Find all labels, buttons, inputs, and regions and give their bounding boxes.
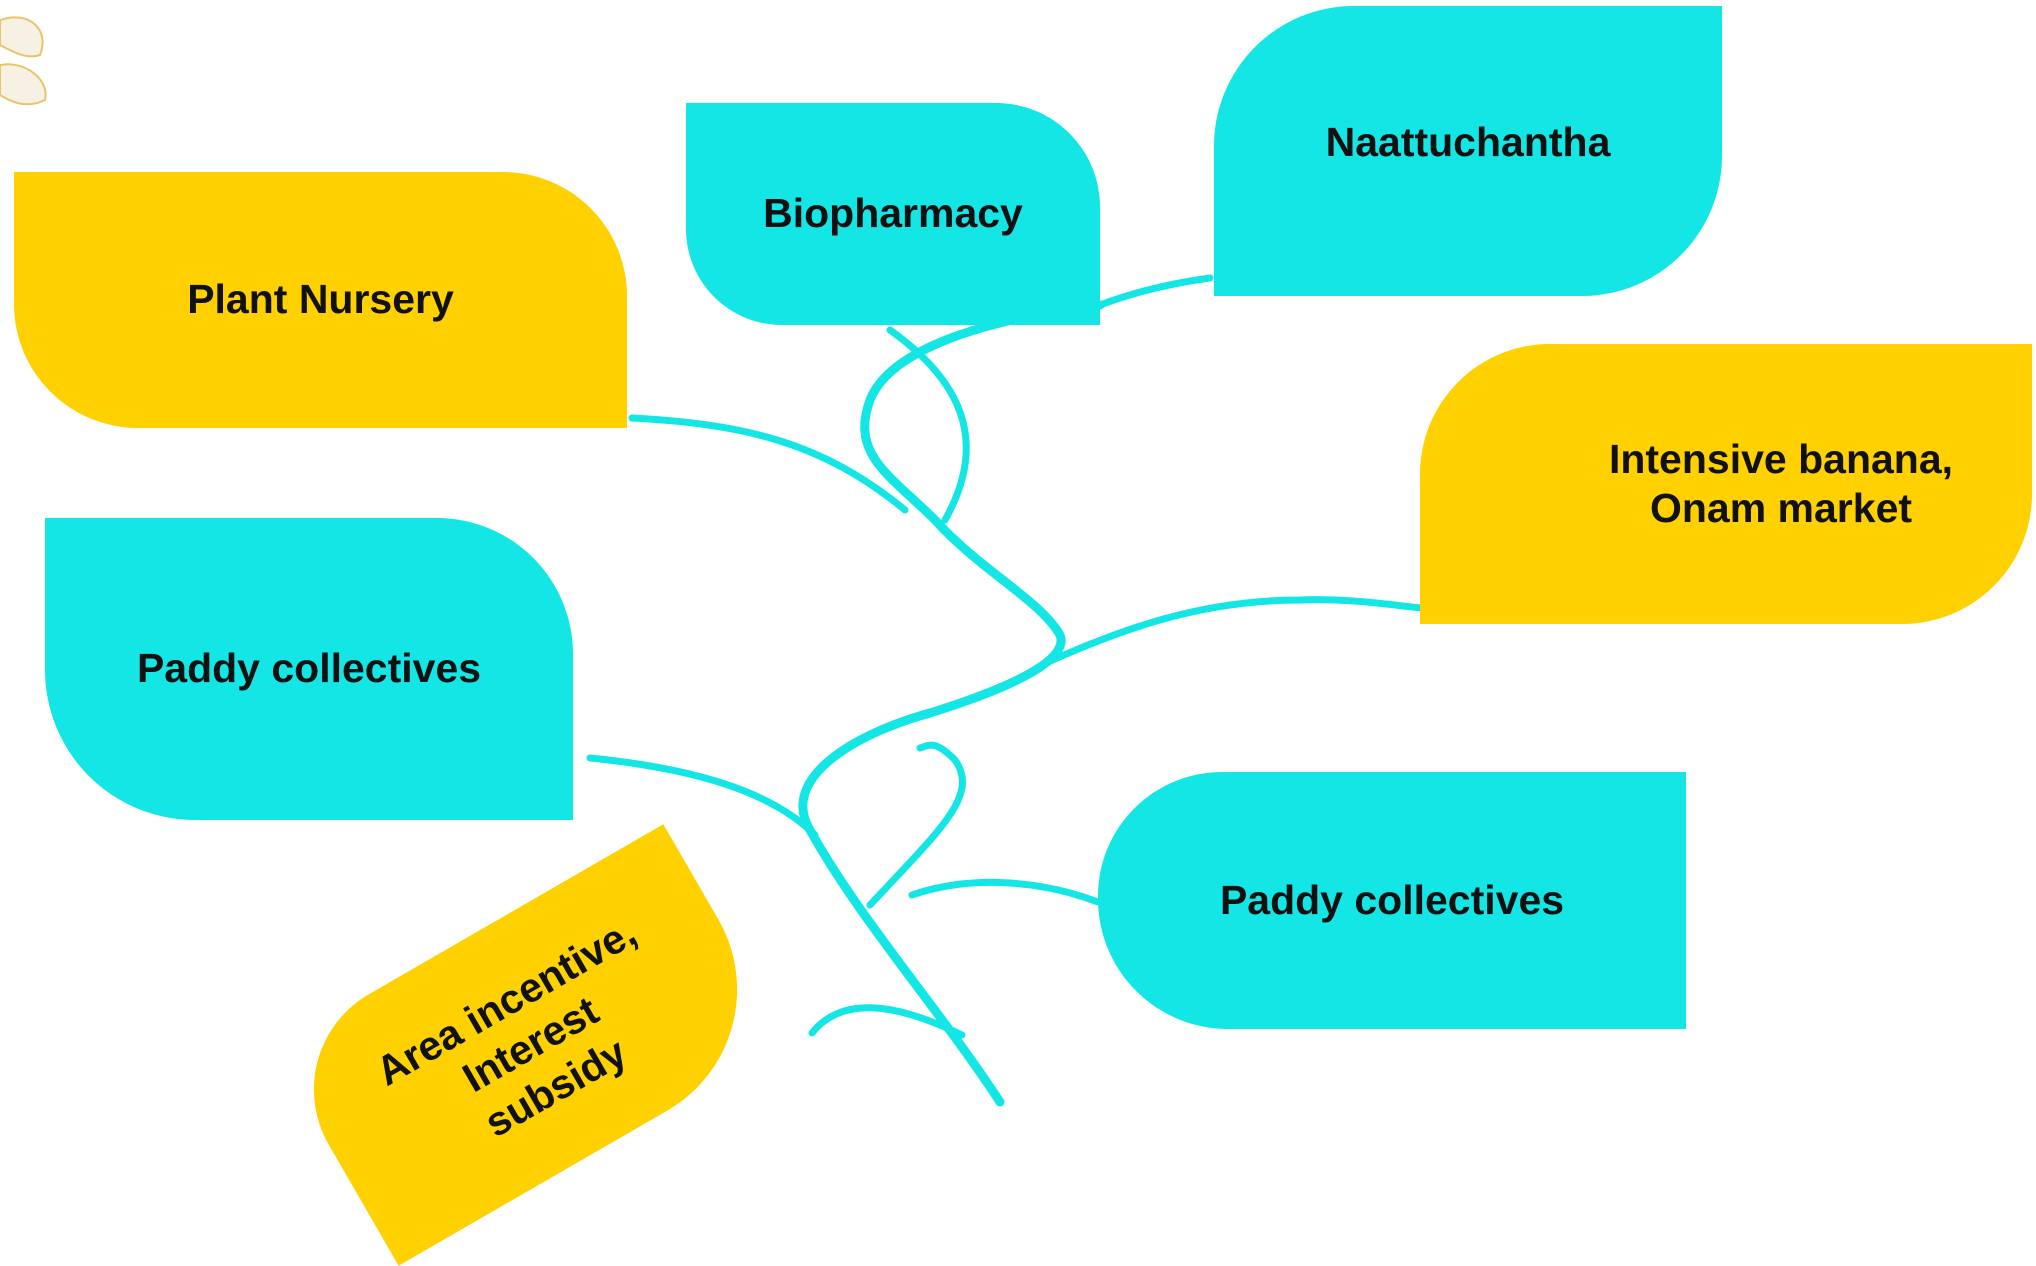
node-label: Plant Nursery xyxy=(187,276,454,323)
branch-plant-nursery xyxy=(628,414,909,514)
node-plant-nursery: Plant Nursery xyxy=(14,172,627,428)
node-naattuchantha: Naattuchantha xyxy=(1214,6,1722,296)
branch-paddy-left xyxy=(586,754,819,839)
node-label: Paddy collectives xyxy=(136,645,482,692)
trunk-line-3 xyxy=(886,326,970,524)
branch-banana xyxy=(1044,596,1426,666)
node-label-line1: Intensive banana, xyxy=(1608,435,1954,482)
branch-area-incentive xyxy=(808,1004,966,1039)
node-paddy-collectives-left: Paddy collectives xyxy=(45,518,573,820)
connector-lines xyxy=(586,274,1426,1107)
node-biopharmacy: Biopharmacy xyxy=(686,103,1100,325)
node-label-line2: Onam market xyxy=(1649,485,1913,531)
node-label: Paddy collectives xyxy=(1219,876,1565,923)
branch-paddy-right xyxy=(908,878,1102,906)
branch-naattuchantha xyxy=(1096,274,1214,309)
node-label: Naattuchantha xyxy=(1325,119,1611,165)
node-paddy-collectives-right: Paddy collectives xyxy=(1098,772,1686,1029)
trunk-line-2 xyxy=(866,741,966,909)
node-intensive-banana: Intensive banana, Onam market xyxy=(1420,344,2032,624)
flower-petal-icon xyxy=(0,16,47,106)
node-label: Biopharmacy xyxy=(763,190,1023,237)
trunk-line xyxy=(798,300,1105,1107)
